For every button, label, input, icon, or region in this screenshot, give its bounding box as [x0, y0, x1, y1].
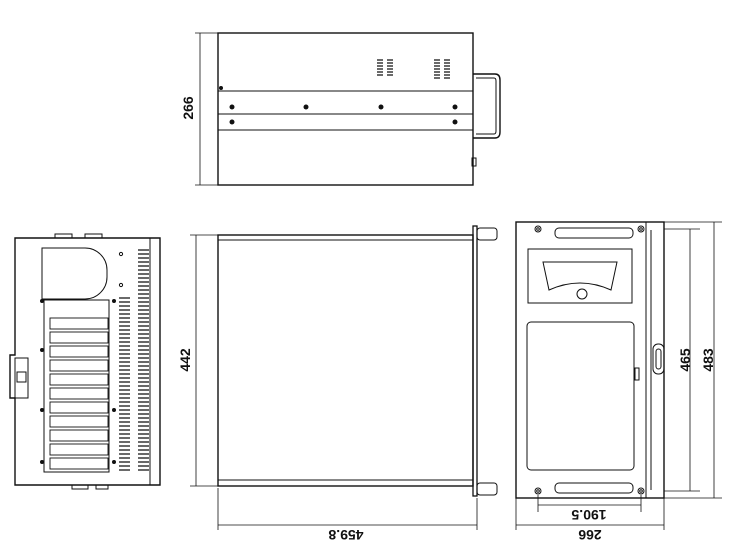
top-height-label: 266: [180, 96, 196, 120]
outer-width-label: 266: [578, 527, 602, 543]
inner-width-label: 190.5: [571, 507, 606, 523]
top-view: 266: [180, 32, 501, 186]
top-vents: [377, 59, 450, 79]
front-height-label: 442: [177, 348, 193, 372]
side-view: 442 459.8: [177, 225, 498, 543]
rear-vents: [119, 249, 149, 471]
expansion-slots: [49, 317, 109, 470]
outer-height-label: 483: [700, 348, 716, 372]
front-width-label: 459.8: [328, 527, 363, 543]
front-view: 465 483 190.5 266: [515, 221, 722, 543]
rear-view: [9, 233, 161, 490]
rail-screws: [219, 86, 458, 125]
inner-height-label: 465: [677, 348, 693, 372]
